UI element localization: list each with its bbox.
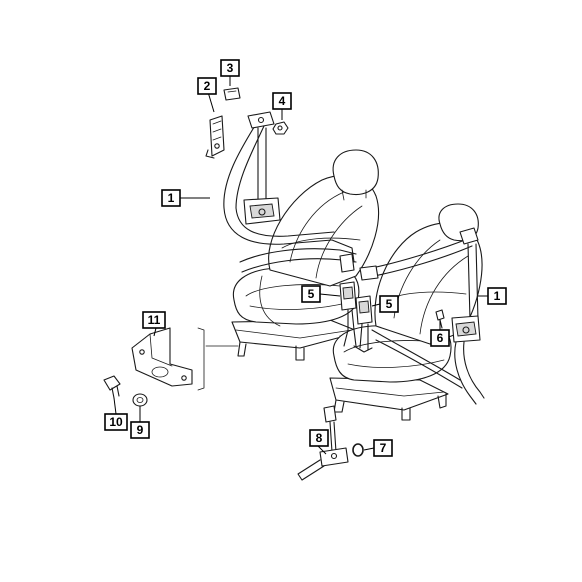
callout-6: 6 [430,329,450,347]
callout-label: 10 [109,415,123,429]
buckle-sensor-stalk [297,405,349,481]
callout-4: 4 [272,92,292,110]
buckle-parts [339,281,373,353]
callout-label: 2 [204,79,211,93]
callout-10: 10 [104,413,128,431]
mounting-bolt [103,375,121,399]
callout-label: 9 [137,423,144,437]
callout-label: 4 [279,94,286,108]
callout-label: 7 [380,441,387,455]
callout-label: 1 [168,191,175,205]
callout-1-left: 1 [161,189,181,207]
height-adjuster-rail [205,115,225,159]
callout-9: 9 [130,421,150,439]
anchor-bracket [131,327,239,391]
callout-label: 5 [308,287,315,301]
right-seat-belt-assembly [359,227,485,405]
callout-7: 7 [373,439,393,457]
callout-label: 6 [437,331,444,345]
callout-label: 1 [494,289,501,303]
callout-2: 2 [197,77,217,95]
callout-label: 11 [148,313,161,327]
callout-5-right: 5 [379,295,399,313]
callout-label: 3 [227,61,234,75]
left-seat-belt-assembly [223,111,357,273]
anchor-nut [272,121,289,135]
callout-5-left: 5 [301,285,321,303]
trim-cover-cap [223,87,241,101]
o-ring [352,443,364,457]
washer [132,393,148,407]
callout-1-right: 1 [487,287,507,305]
callout-label: 5 [386,297,393,311]
callout-8: 8 [309,429,329,447]
callout-3: 3 [220,59,240,77]
leader-lines [113,76,488,455]
callout-label: 8 [316,431,323,445]
callout-11: 11 [142,311,166,329]
